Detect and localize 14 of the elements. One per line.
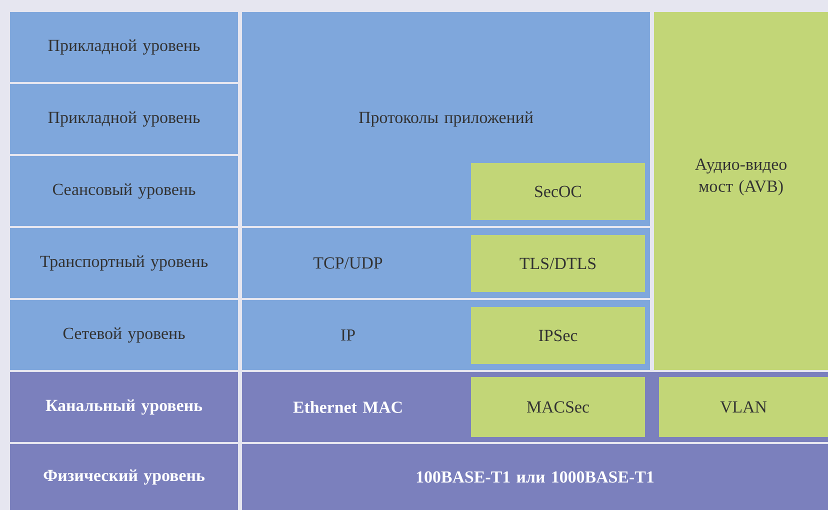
layer-box: Канальный уровень: [10, 372, 238, 442]
protocol-box: SecOC: [471, 163, 645, 220]
layer-box: Сетевой уровень: [10, 300, 238, 370]
layer-box: Прикладной уровень: [10, 84, 238, 154]
protocol-box: TLS/DTLS: [471, 235, 645, 292]
protocol-box: IPSec: [471, 307, 645, 364]
layer-box: Сеансовый уровень: [10, 156, 238, 226]
layer-box: Транспортный уровень: [10, 228, 238, 298]
protocol-box: VLAN: [659, 377, 828, 437]
protocol-box: MACSec: [471, 377, 645, 437]
layer-box: Прикладной уровень: [10, 12, 238, 82]
protocol-box: Аудио-видео мост (AVB): [654, 12, 828, 370]
layer-box: Физический уровень: [10, 444, 238, 510]
protocol-box: 100BASE-T1 или 1000BASE-T1: [242, 444, 828, 510]
